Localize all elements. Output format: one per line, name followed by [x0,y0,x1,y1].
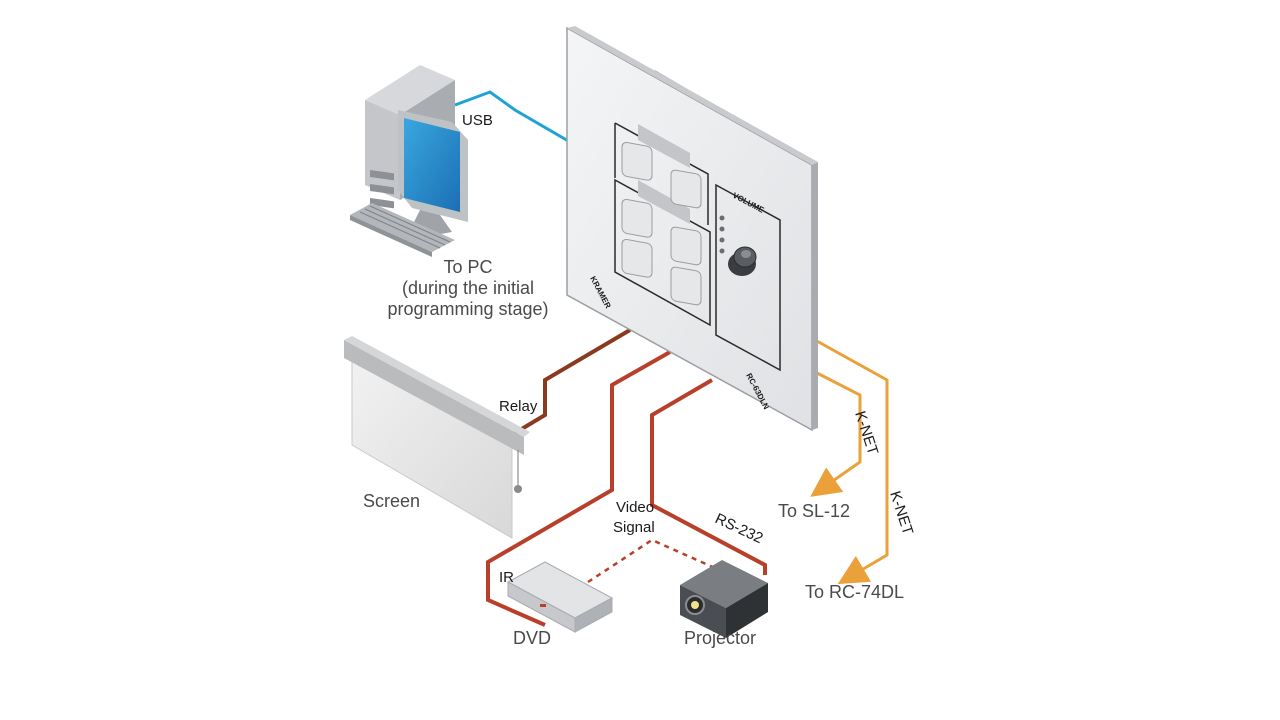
panel-button-3[interactable] [621,198,653,238]
relay-cable [513,328,632,435]
label-to-pc-line3: programming stage) [387,299,548,319]
label-screen: Screen [363,491,420,511]
label-to-sl12: To SL-12 [778,501,850,521]
label-ir: IR [499,569,514,586]
projector [680,560,768,638]
panel-button-5[interactable] [621,238,653,278]
label-usb: USB [462,112,493,129]
volume-knob[interactable] [728,246,757,276]
label-to-pc-line1: To PC [443,257,492,277]
knet-cable-rc74dl [814,338,889,585]
label-video-signal-line2: Signal [613,519,655,536]
usb-cable [454,90,571,144]
label-projector: Projector [684,628,756,648]
knet-cable-sl12 [810,370,862,497]
label-knet-2: K-NET [886,489,916,537]
panel-button-2[interactable] [670,169,702,209]
projection-screen [344,336,530,539]
panel-button-6[interactable] [670,266,702,306]
label-video-signal-line1: Video [616,499,654,516]
label-relay: Relay [499,398,538,415]
pc-computer [350,65,468,257]
panel-button-4[interactable] [670,226,702,266]
label-dvd: DVD [513,628,551,648]
volume-leds [719,215,725,254]
panel-button-1[interactable] [621,141,653,181]
rs232-cable [650,378,767,575]
video-signal-cable [486,350,671,627]
label-to-pc-line2: (during the initial [402,278,534,298]
wall-panel [566,26,818,432]
dvd-player [506,561,614,633]
label-knet-1: K-NET [851,409,881,457]
label-to-rc74dl: To RC-74DL [805,582,904,602]
